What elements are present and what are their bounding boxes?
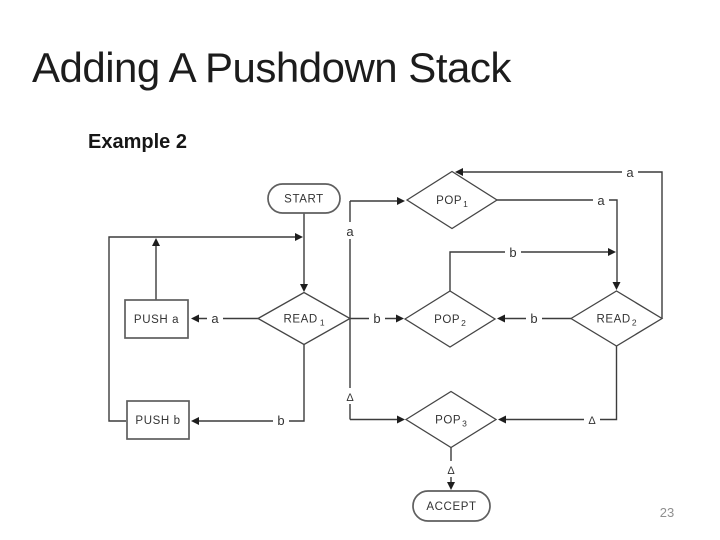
read2-diamond-shape: [569, 290, 664, 347]
state-start: START: [267, 183, 341, 214]
read1-diamond-shape: [256, 291, 352, 346]
label-mask: [505, 243, 521, 260]
label-mask: [526, 309, 542, 326]
pushb-process-shape: [126, 400, 190, 440]
arrowhead-into-accept: [447, 482, 455, 490]
accept-label: ACCEPT: [426, 501, 476, 513]
edge-read2-to-pop1: [457, 171, 663, 319]
edge-label-pop2-read2: b: [509, 245, 516, 260]
edge-label-read2-pop2: b: [530, 311, 537, 326]
arrowhead-into-pop2-left: [396, 314, 404, 323]
edge-label-read1-pushb: b: [277, 413, 284, 428]
state-pop1: POP1: [405, 170, 499, 230]
label-mask: [622, 163, 638, 180]
edge-pushb-return-loop: [108, 236, 299, 422]
edge-read2-to-pop3: [501, 346, 618, 421]
label-mask: [207, 309, 223, 326]
edge-pop2-to-read2: [449, 251, 612, 291]
pushb-label: PUSH b: [135, 415, 180, 427]
slide-subtitle: Example 2: [88, 131, 187, 153]
edge-label-pop1-read2: a: [597, 193, 605, 208]
arrowhead-pop2-join: [608, 248, 616, 256]
edge-label-pop3-accept: Δ: [447, 465, 455, 477]
pusha-label: PUSH a: [134, 314, 179, 326]
edge-label-read1-pop3: Δ: [346, 392, 354, 404]
state-push-a: PUSH a: [124, 299, 189, 339]
edge-label-read1-pop2: b: [373, 311, 380, 326]
edge-read1-to-pushb: [194, 344, 305, 422]
label-mask: [342, 222, 358, 239]
start-label: START: [284, 194, 324, 206]
arrowhead-into-pop1-left: [397, 197, 405, 205]
arrowhead-into-pop2-right: [497, 314, 505, 323]
arrowhead-pusha-up: [152, 238, 160, 246]
arrowhead-into-pusha: [191, 314, 199, 323]
state-pop3: POP3: [404, 390, 498, 449]
arrowhead-into-pop3-right: [498, 415, 506, 424]
label-mask: [443, 461, 459, 477]
edge-label-read2-pop1: a: [626, 165, 634, 180]
pop3-label: POP3: [435, 415, 467, 429]
arrowhead-into-pushb: [191, 417, 199, 425]
arrowhead-loop-into-read1-line: [295, 233, 303, 241]
start-terminal-shape: [267, 183, 341, 214]
edge-label-read1-pusha: a: [211, 311, 219, 326]
state-read2: READ2: [569, 290, 664, 347]
pop3-diamond-shape: [404, 390, 498, 449]
arrowhead-into-read1-top: [300, 284, 308, 292]
read2-label: READ2: [596, 314, 636, 328]
arrowhead-into-pop1-top: [455, 168, 463, 176]
accept-terminal-shape: [412, 490, 491, 522]
label-mask: [369, 309, 385, 326]
label-mask: [273, 411, 289, 428]
label-mask: [584, 410, 600, 426]
edge-label-read2-pop3: Δ: [588, 415, 596, 427]
arrowhead-into-pop3-left: [397, 415, 405, 424]
state-push-b: PUSH b: [126, 400, 190, 440]
state-pop2: POP2: [403, 290, 497, 348]
edge-label-read1-pop1: a: [346, 224, 354, 239]
page-number: 23: [659, 505, 675, 520]
pop1-diamond-shape: [405, 170, 499, 230]
pop2-label: POP2: [434, 314, 466, 328]
pop2-diamond-shape: [403, 290, 497, 348]
pop1-label: POP1: [436, 195, 468, 209]
state-accept: ACCEPT: [412, 490, 491, 522]
slide-title: Adding A Pushdown Stack: [32, 44, 511, 91]
label-mask: [342, 388, 358, 404]
label-mask: [593, 191, 609, 208]
edge-pop1-to-read2: [497, 199, 618, 286]
pusha-process-shape: [124, 299, 189, 339]
arrowhead-into-read2-top: [612, 282, 621, 290]
